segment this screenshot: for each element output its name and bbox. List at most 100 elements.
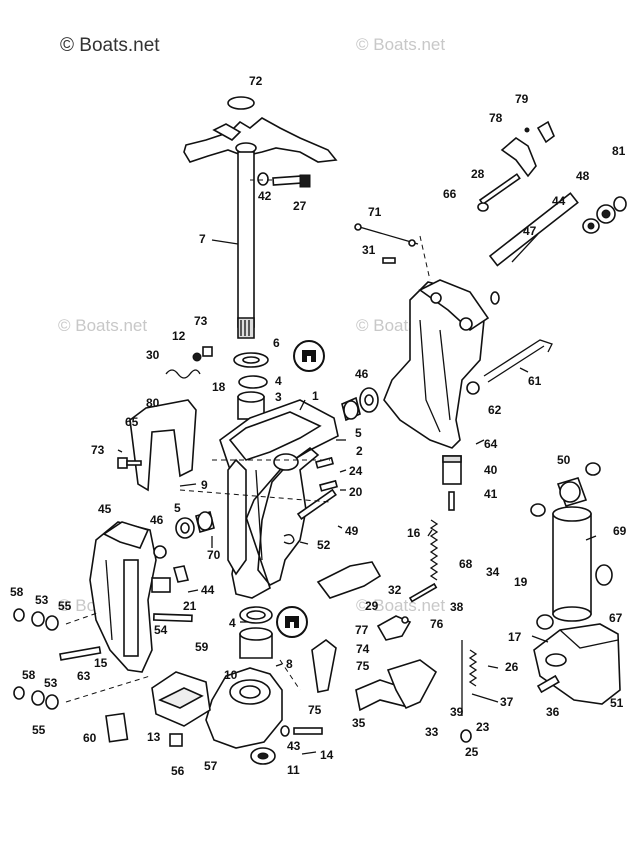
label-5b: 5 [174, 501, 181, 515]
label-75b: 75 [308, 703, 322, 717]
label-19: 19 [514, 575, 528, 589]
label-52: 52 [317, 538, 331, 552]
label-4a: 4 [275, 374, 282, 388]
label-77: 77 [355, 623, 369, 637]
label-73a: 73 [194, 314, 208, 328]
label-58b: 58 [22, 668, 36, 682]
label-1: 1 [312, 389, 319, 403]
inset-icon-a [293, 340, 325, 372]
stern-bracket-45 [89, 521, 167, 673]
label-66: 66 [443, 187, 457, 201]
label-71: 71 [368, 205, 382, 219]
label-43: 43 [287, 739, 301, 753]
part-labels: 72 79 78 81 28 48 66 44 42 27 71 47 7 31… [10, 74, 627, 778]
label-44a: 44 [552, 194, 566, 208]
label-72: 72 [249, 74, 263, 88]
label-36: 36 [546, 705, 560, 719]
label-65: 65 [125, 415, 139, 429]
label-16: 16 [407, 526, 421, 540]
stern-bracket-64 [383, 279, 490, 449]
label-46a: 46 [355, 367, 369, 381]
label-68: 68 [459, 557, 473, 571]
label-58a: 58 [10, 585, 24, 599]
watermark-faint-low-mid: © Boats.net [356, 596, 445, 615]
label-6: 6 [273, 336, 280, 350]
bolt-73-left [117, 457, 142, 469]
link-rod-71 [354, 223, 419, 264]
inset-icon-b [276, 606, 308, 638]
label-62: 62 [488, 403, 502, 417]
label-23: 23 [476, 720, 490, 734]
label-70: 70 [207, 548, 221, 562]
bushing-62 [466, 381, 480, 395]
shock-absorber-69 [530, 462, 613, 630]
label-5a: 5 [355, 426, 362, 440]
plate-60 [105, 712, 129, 743]
label-53b: 53 [44, 676, 58, 690]
label-11: 11 [287, 763, 300, 777]
label-2: 2 [356, 444, 363, 458]
label-24: 24 [349, 464, 363, 478]
label-75a: 75 [356, 659, 370, 673]
label-67: 67 [609, 611, 623, 625]
label-40: 40 [484, 463, 498, 477]
label-12: 12 [172, 329, 186, 343]
label-31: 31 [362, 243, 376, 257]
bracket-65 [129, 399, 197, 492]
nuts [582, 196, 627, 234]
label-80: 80 [146, 396, 160, 410]
label-53a: 53 [35, 593, 49, 607]
bolt-27 [257, 172, 311, 188]
label-26: 26 [505, 660, 519, 674]
spring-16 [429, 519, 439, 581]
tilt-lever-28 [477, 120, 555, 212]
label-63: 63 [77, 669, 91, 683]
label-54: 54 [154, 623, 168, 637]
label-37: 37 [500, 695, 514, 709]
label-50: 50 [557, 453, 571, 467]
label-21: 21 [183, 599, 197, 613]
hardware-left [13, 608, 193, 710]
bracket-33 [386, 659, 438, 710]
label-49: 49 [345, 524, 359, 538]
label-8: 8 [286, 657, 293, 671]
block-13 [151, 671, 211, 747]
dashed-lines [65, 179, 431, 703]
label-38: 38 [450, 600, 464, 614]
pins [283, 456, 338, 545]
bushing-5-lower [151, 511, 215, 593]
label-41: 41 [484, 487, 498, 501]
label-44b: 44 [201, 583, 215, 597]
tilt-rod-61 [483, 339, 553, 383]
label-69: 69 [613, 524, 627, 538]
watermark-faint-left: © Boats.net [58, 316, 147, 335]
bolt-14 [250, 725, 323, 765]
label-9: 9 [201, 478, 208, 492]
label-51: 51 [610, 696, 624, 710]
tilt-tube-47 [488, 192, 579, 305]
label-55a: 55 [58, 599, 72, 613]
spring-30 [165, 346, 213, 379]
bracket-51 [533, 623, 621, 705]
label-76: 76 [430, 617, 444, 631]
label-64: 64 [484, 437, 498, 451]
label-25: 25 [465, 745, 479, 759]
watermark-faint-top: © Boats.net [356, 35, 445, 54]
label-61: 61 [528, 374, 542, 388]
lever-assembly-29 [376, 582, 438, 641]
label-81: 81 [612, 144, 626, 158]
swivel-bracket-1 [219, 399, 339, 599]
label-14: 14 [320, 748, 334, 762]
label-32: 32 [388, 583, 402, 597]
label-15: 15 [94, 656, 108, 670]
seal-bearing-group [239, 606, 273, 659]
label-39: 39 [450, 705, 464, 719]
label-28: 28 [471, 167, 485, 181]
label-56: 56 [171, 764, 185, 778]
label-59: 59 [195, 640, 209, 654]
label-46b: 46 [150, 513, 164, 527]
label-10: 10 [224, 668, 238, 682]
label-55b: 55 [32, 723, 46, 737]
label-78: 78 [489, 111, 503, 125]
